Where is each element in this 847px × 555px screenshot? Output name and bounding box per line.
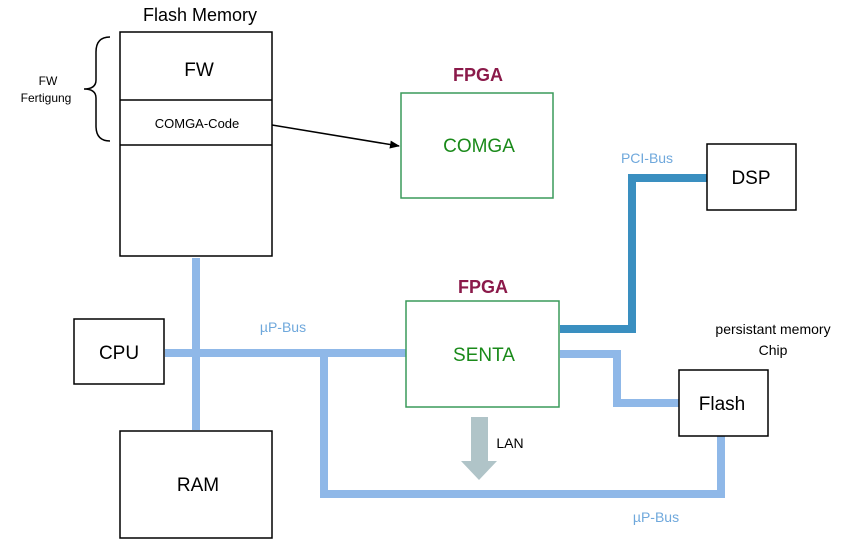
comga-code-arrow	[271, 124, 400, 149]
lan-label: LAN	[496, 435, 523, 451]
brace-note-line1: FW	[39, 74, 58, 88]
dsp-box	[706, 143, 797, 211]
fpga-top-title: FPGA	[453, 65, 503, 85]
up-bus-bottom-label: µP-Bus	[633, 509, 679, 525]
comga-code-section-label: COMGA-Code	[155, 116, 240, 131]
up-bus-line-bottom	[320, 353, 725, 498]
pci-bus-line	[560, 174, 707, 333]
cpu-label: CPU	[99, 343, 139, 364]
flash-memory-title: Flash Memory	[143, 5, 257, 25]
ram-label: RAM	[177, 475, 219, 496]
pci-bus-label: PCI-Bus	[621, 150, 673, 166]
flash-chip-label: Flash	[699, 394, 745, 415]
senta-flash-bus-line	[560, 350, 679, 407]
flash-chip-note-line2: Chip	[759, 342, 788, 358]
up-bus-top-label: µP-Bus	[260, 319, 306, 335]
comga-label: COMGA	[443, 136, 515, 157]
senta-label: SENTA	[453, 345, 515, 366]
brace-note-line2: Fertigung	[21, 91, 72, 105]
dsp-label: DSP	[731, 168, 770, 189]
lan-arrow	[461, 417, 497, 480]
flash-memory-box	[119, 31, 273, 257]
flash-chip-note-line1: persistant memory	[715, 321, 830, 337]
fw-section-label: FW	[184, 60, 214, 81]
senta-fpga-box	[405, 300, 560, 408]
curly-brace	[83, 36, 111, 142]
fpga-mid-title: FPGA	[458, 277, 508, 297]
comga-fpga-box	[400, 92, 554, 199]
flash-chip-box	[678, 369, 769, 437]
ram-box	[119, 430, 273, 539]
cpu-box	[73, 318, 165, 385]
